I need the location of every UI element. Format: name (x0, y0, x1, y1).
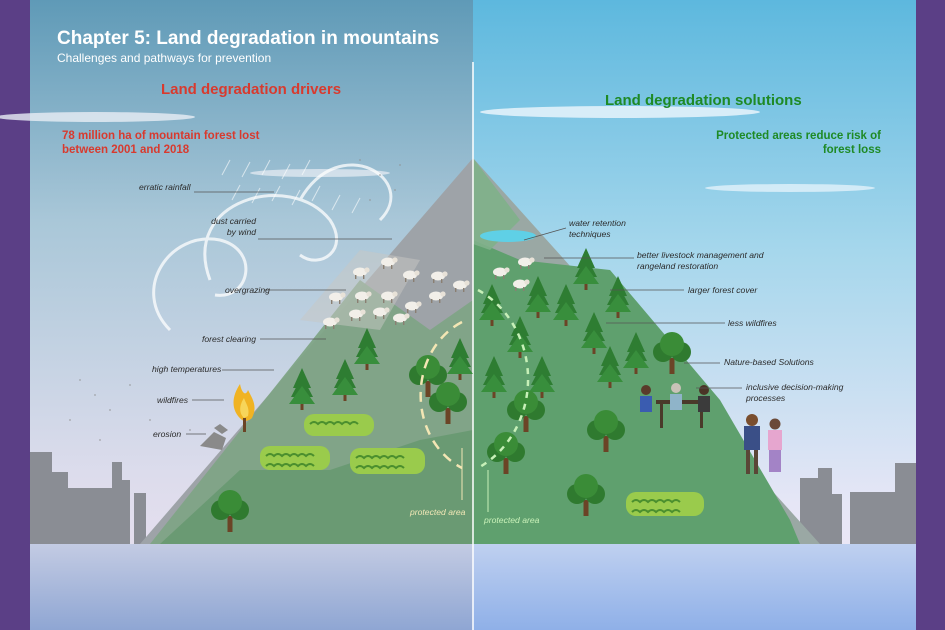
label-overgrazing: overgrazing (225, 285, 270, 295)
label-high-temperatures: high temperatures (152, 364, 222, 374)
label-wildfires: wildfires (157, 395, 189, 405)
label-protected-area-right: protected area (484, 515, 540, 525)
crop-field-right (626, 492, 704, 516)
label-dust-wind-line1: dust carried (211, 216, 256, 226)
page-title: Chapter 5: Land degradation in mountains (57, 28, 440, 49)
label-forest-clearing: forest clearing (202, 334, 256, 344)
label-inclusive-line2: processes (746, 393, 786, 403)
label-inclusive-line1: inclusive decision-making (746, 382, 844, 392)
leader-lines-left (186, 191, 392, 435)
forest-loss-statistic: 78 million ha of mountain forest lost be… (62, 130, 260, 156)
label-erosion: erosion (153, 429, 182, 439)
label-less-wildfires: less wildfires (728, 318, 777, 328)
label-erratic-rainfall: erratic rainfall (139, 182, 191, 192)
label-livestock-line2: rangeland restoration (637, 261, 719, 271)
label-nature-based-solutions: Nature-based Solutions (724, 357, 814, 367)
protected-area-boundary-right (477, 288, 530, 470)
solutions-heading: Land degradation solutions (605, 92, 802, 109)
label-protected-area-left: protected area (410, 507, 466, 517)
rain-streaks (221, 159, 361, 214)
city-skyline-left (30, 452, 146, 544)
label-forest-cover: larger forest cover (688, 285, 758, 295)
protected-area-boundary-left (419, 320, 463, 470)
erosion-rocks (200, 424, 228, 450)
crop-fields-left (260, 414, 425, 474)
standing-people (744, 414, 782, 474)
wind-swirls (152, 163, 393, 332)
label-livestock-line1: better livestock management and (637, 250, 764, 260)
water-retention-pond (480, 230, 536, 242)
leader-lines-right (523, 227, 742, 389)
wildfire-icon (233, 384, 255, 432)
decision-making-meeting (640, 383, 710, 428)
dust-particles (69, 159, 401, 441)
page-subtitle: Challenges and pathways for prevention (57, 51, 272, 65)
label-dust-wind-line2: by wind (226, 227, 256, 237)
protected-areas-statistic: Protected areas reduce risk of forest lo… (716, 130, 881, 156)
city-skyline-right (800, 463, 916, 544)
drivers-heading: Land degradation drivers (161, 81, 342, 98)
label-water-retention-line1: water retention (569, 218, 626, 228)
label-water-retention-line2: techniques (569, 229, 611, 239)
